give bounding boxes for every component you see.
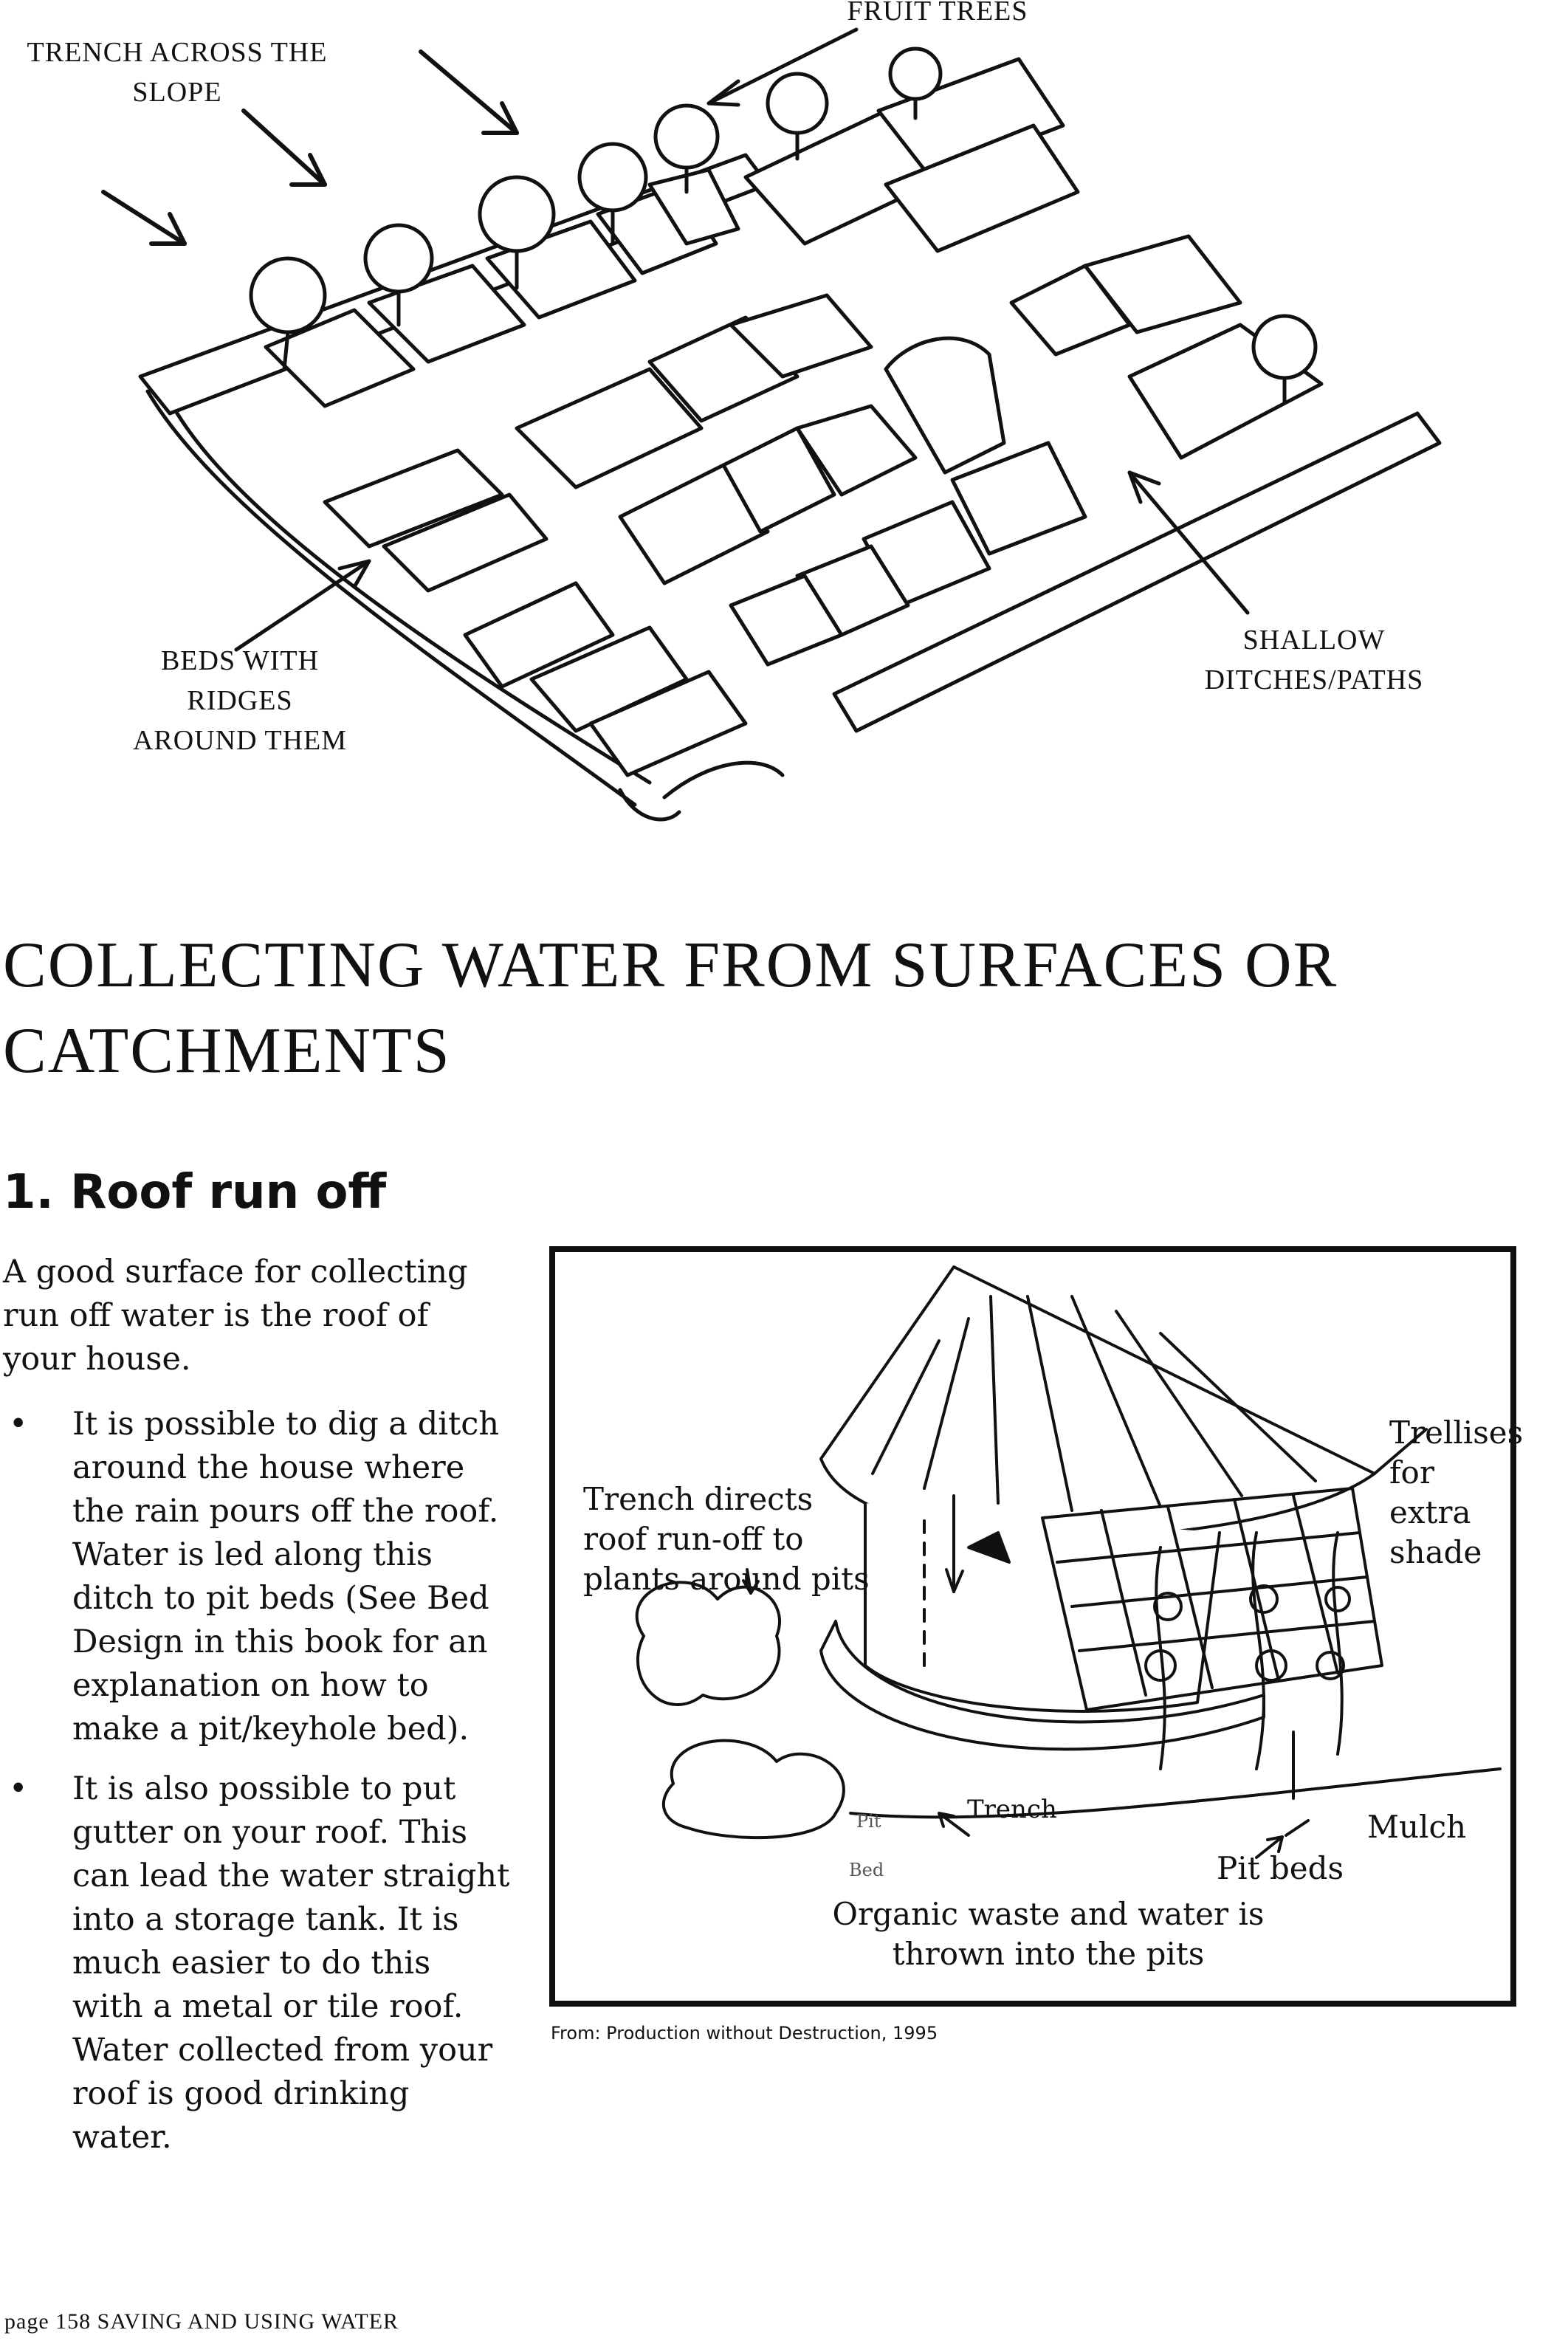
page-footer: page 158 SAVING AND USING WATER: [4, 2309, 399, 2334]
hut-illustration: [635, 1265, 1502, 1859]
bullet-line: ditch to pit beds (See Bed: [72, 1580, 489, 1617]
organic-waste-line1: Organic waste and water is: [832, 1896, 1265, 1932]
intro-paragraph: A good surface for collecting run off wa…: [3, 1251, 534, 1381]
beds-label-line3: AROUND THEM: [132, 725, 348, 756]
intro-line: your house.: [3, 1341, 191, 1378]
bullet-line: gutter on your roof. This: [72, 1814, 468, 1851]
beds-label-line1: BEDS WITH: [160, 645, 320, 676]
bullet-line: water.: [72, 2119, 172, 2156]
source-note: From: Production without Destruction, 19…: [551, 2023, 938, 2044]
bullet-line: Water is led along this: [72, 1536, 433, 1573]
bullet-line: Water collected from your: [72, 2032, 493, 2069]
pit-label: Pit: [856, 1811, 881, 1832]
trench-label-line2: SLOPE: [132, 77, 222, 108]
intro-line: run off water is the roof of: [3, 1297, 429, 1334]
bullet-line: It is also possible to put: [72, 1770, 456, 1807]
beds-label-line2: RIDGES: [187, 685, 293, 716]
bullet-marker: •: [9, 1770, 28, 1807]
bullet-line: It is possible to dig a ditch: [72, 1406, 500, 1443]
bullet-line: Design in this book for an: [72, 1623, 488, 1660]
section-title-line1: COLLECTING WATER FROM SURFACES OR: [3, 929, 1338, 1001]
bullet-line: around the house where: [72, 1449, 465, 1486]
fruit-trees-label: FRUIT TREES: [812, 0, 1063, 31]
section-title: COLLECTING WATER FROM SURFACES OR CATCHM…: [3, 923, 1516, 1094]
bullet-line: into a storage tank. It is: [72, 1901, 459, 1938]
bullet-marker: •: [9, 1406, 28, 1443]
trench-directs-label: Trench directs roof run-off to plants ar…: [583, 1479, 893, 1599]
bullet-line: can lead the water straight: [72, 1857, 510, 1894]
intro-line: A good surface for collecting: [3, 1254, 468, 1290]
fruit-trees-text: FRUIT TREES: [847, 0, 1028, 27]
mulch-label: Mulch: [1367, 1809, 1467, 1845]
trellises-line2: for extra: [1389, 1454, 1471, 1530]
trench-label: Trench: [967, 1795, 1057, 1824]
bullet-line: much easier to do this: [72, 1945, 431, 1982]
trench-directs-line3: plants around pits: [583, 1561, 870, 1597]
subsection-heading: 1. Roof run off: [3, 1165, 387, 1220]
organic-waste-label: Organic waste and water is thrown into t…: [827, 1894, 1270, 1974]
pit-beds-label: Pit beds: [1217, 1850, 1344, 1886]
trench-across-slope-label: TRENCH ACROSS THE SLOPE: [7, 32, 347, 112]
bullet-item: • It is possible to dig a ditch around t…: [3, 1403, 534, 1751]
bed-label: Bed: [849, 1860, 884, 1880]
shallow-label-line2: DITCHES/PATHS: [1204, 664, 1424, 695]
bullet-line: explanation on how to: [72, 1667, 429, 1704]
bullet-item: • It is also possible to put gutter on y…: [3, 1767, 534, 2159]
trellises-line1: Trellises: [1389, 1415, 1524, 1451]
shallow-ditches-label: SHALLOW DITCHES/PATHS: [1189, 620, 1440, 700]
bullet-line: with a metal or tile roof.: [72, 1988, 464, 2025]
bullet-line: roof is good drinking: [72, 2075, 410, 2112]
bullet-list: • It is possible to dig a ditch around t…: [3, 1403, 534, 2176]
beds-with-ridges-label: BEDS WITH RIDGES AROUND THEM: [118, 641, 362, 760]
hut-illustration-frame: [549, 1246, 1516, 2007]
shallow-label-line1: SHALLOW: [1242, 625, 1386, 656]
trench-directs-line2: roof run-off to: [583, 1521, 804, 1557]
trench-directs-line1: Trench directs: [583, 1481, 814, 1517]
garden-illustration: [101, 27, 1442, 822]
trellises-label: Trellises for extra shade: [1389, 1413, 1524, 1573]
organic-waste-line2: thrown into the pits: [892, 1936, 1205, 1972]
bullet-line: the rain pours off the roof.: [72, 1493, 499, 1530]
section-title-line2: CATCHMENTS: [3, 1015, 451, 1087]
bullet-line: make a pit/keyhole bed).: [72, 1711, 470, 1747]
trellises-line3: shade: [1389, 1534, 1482, 1570]
trench-label-line1: TRENCH ACROSS THE: [27, 37, 328, 68]
